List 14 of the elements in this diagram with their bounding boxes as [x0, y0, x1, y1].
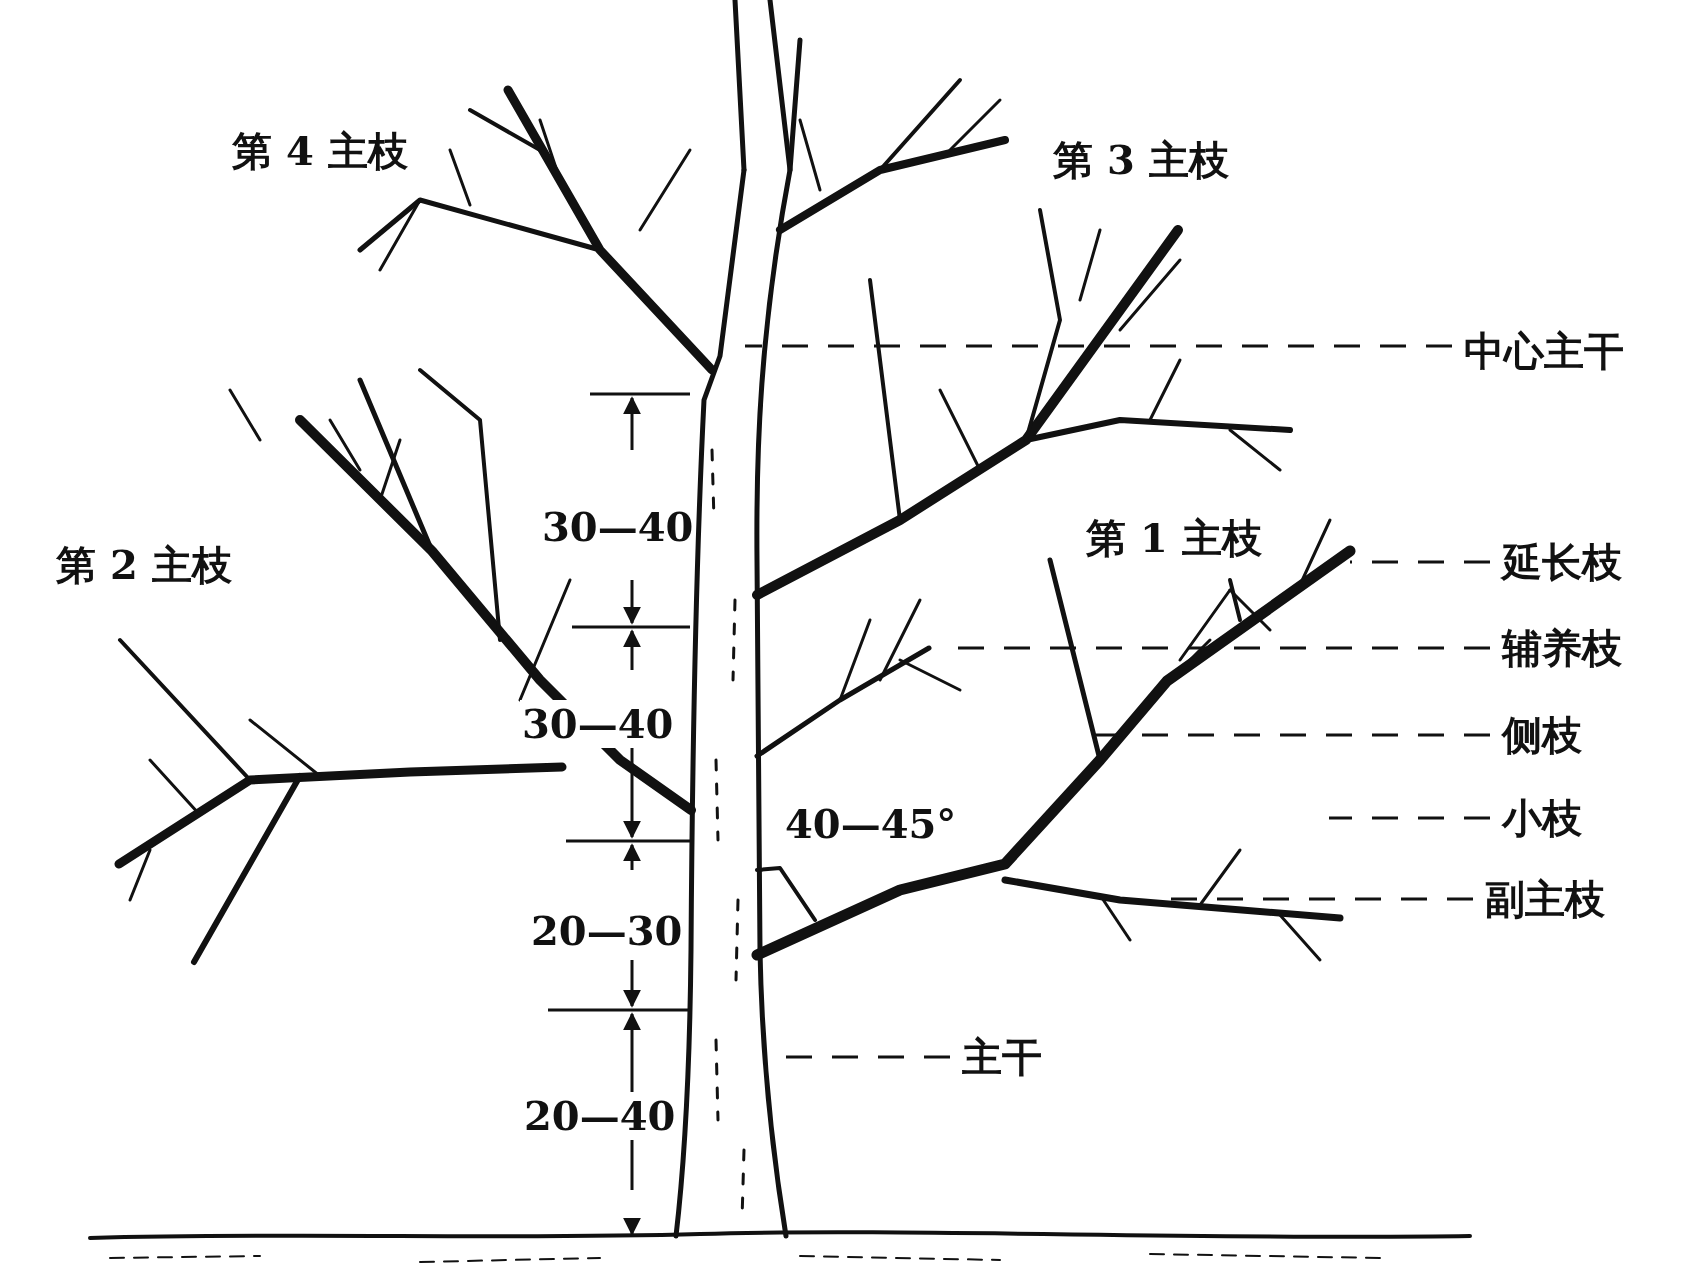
branch-label: 第 2 主枝: [56, 541, 232, 589]
leader-line: [745, 344, 1452, 348]
part-label: 主干: [962, 1033, 1042, 1081]
branch-label: 第 1 主枝: [1086, 514, 1262, 562]
leader-line: [1350, 560, 1490, 564]
part-label: 侧枝: [1502, 711, 1582, 759]
part-label: 延长枝: [1502, 538, 1622, 586]
part-label: 辅养枝: [1502, 624, 1622, 672]
part-label: 中心主干: [1464, 327, 1624, 375]
leader-line: [1329, 816, 1490, 820]
part-label: 小枝: [1502, 794, 1582, 842]
branch-label: 第 4 主枝: [232, 127, 408, 175]
part-label: 副主枝: [1485, 875, 1605, 923]
branch-label: 第 3 主枝: [1053, 136, 1229, 184]
